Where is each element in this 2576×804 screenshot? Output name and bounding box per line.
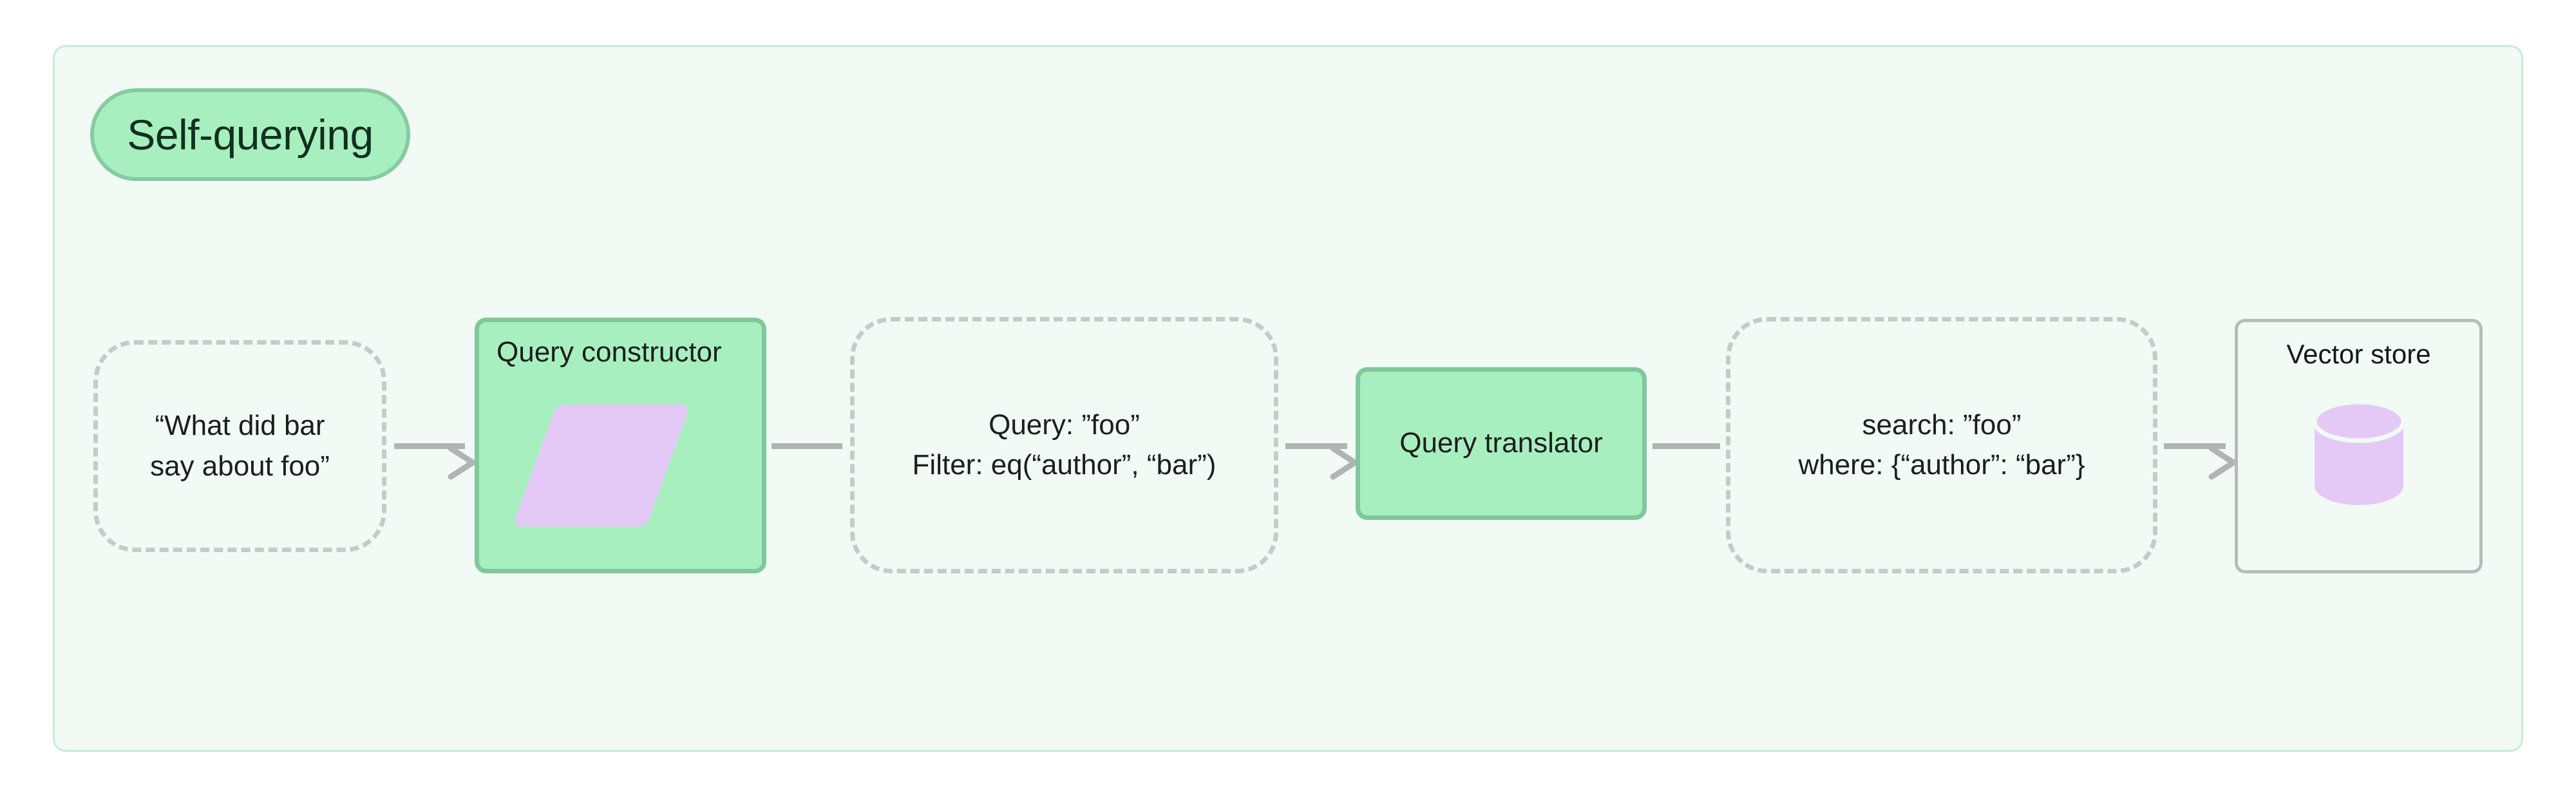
connector-search-where-to-vector-store (2164, 443, 2226, 449)
subgraph-title-label: Self-querying (127, 111, 374, 158)
node-vector-store[interactable]: Vector store (2235, 319, 2483, 573)
database-cylinder-icon (2312, 399, 2406, 505)
subgraph-title-pill: Self-querying (90, 88, 410, 181)
node-user-query[interactable]: “What did bar say about foo” (93, 340, 386, 552)
connector-query-translator-to-search-where (1653, 443, 1720, 449)
node-query-translator[interactable]: Query translator (1356, 367, 1647, 520)
node-query-constructor-label: Query constructor (497, 336, 722, 368)
node-query-translator-label: Query translator (1399, 427, 1603, 459)
connector-query-constructor-to-query-filter (772, 443, 842, 449)
connector-query-filter-to-query-translator (1285, 443, 1347, 449)
connector-user-query-to-query-constructor (394, 443, 465, 449)
node-query-constructor[interactable]: Query constructor (475, 318, 766, 573)
node-search-where[interactable]: search: ”foo” where: {“author”: “bar”} (1726, 317, 2157, 573)
node-user-query-text: “What did bar say about foo” (150, 410, 330, 482)
node-search-where-text: search: ”foo” where: {“author”: “bar”} (1798, 408, 2085, 481)
node-vector-store-label: Vector store (2286, 339, 2431, 369)
parallelogram-icon (512, 405, 691, 527)
subgraph-container (53, 45, 2523, 752)
node-query-filter-text: Query: ”foo” Filter: eq(“author”, “bar”) (912, 408, 1217, 481)
node-query-filter[interactable]: Query: ”foo” Filter: eq(“author”, “bar”) (850, 317, 1278, 573)
